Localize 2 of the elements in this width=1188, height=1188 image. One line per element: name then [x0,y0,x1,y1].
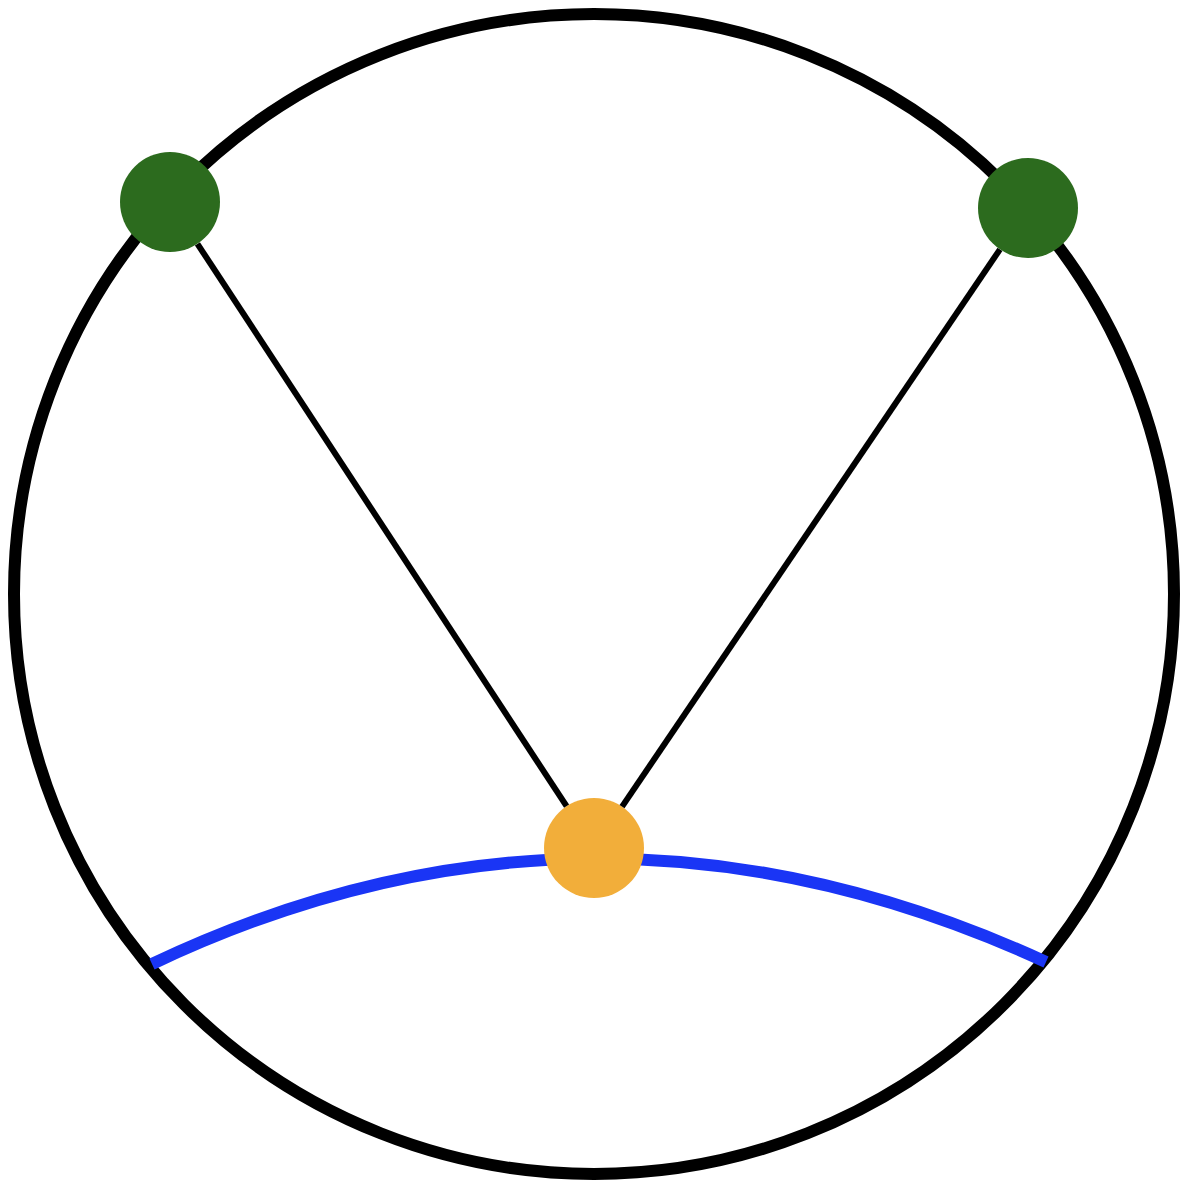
connector-line [194,242,570,808]
connector-line [619,247,1003,809]
